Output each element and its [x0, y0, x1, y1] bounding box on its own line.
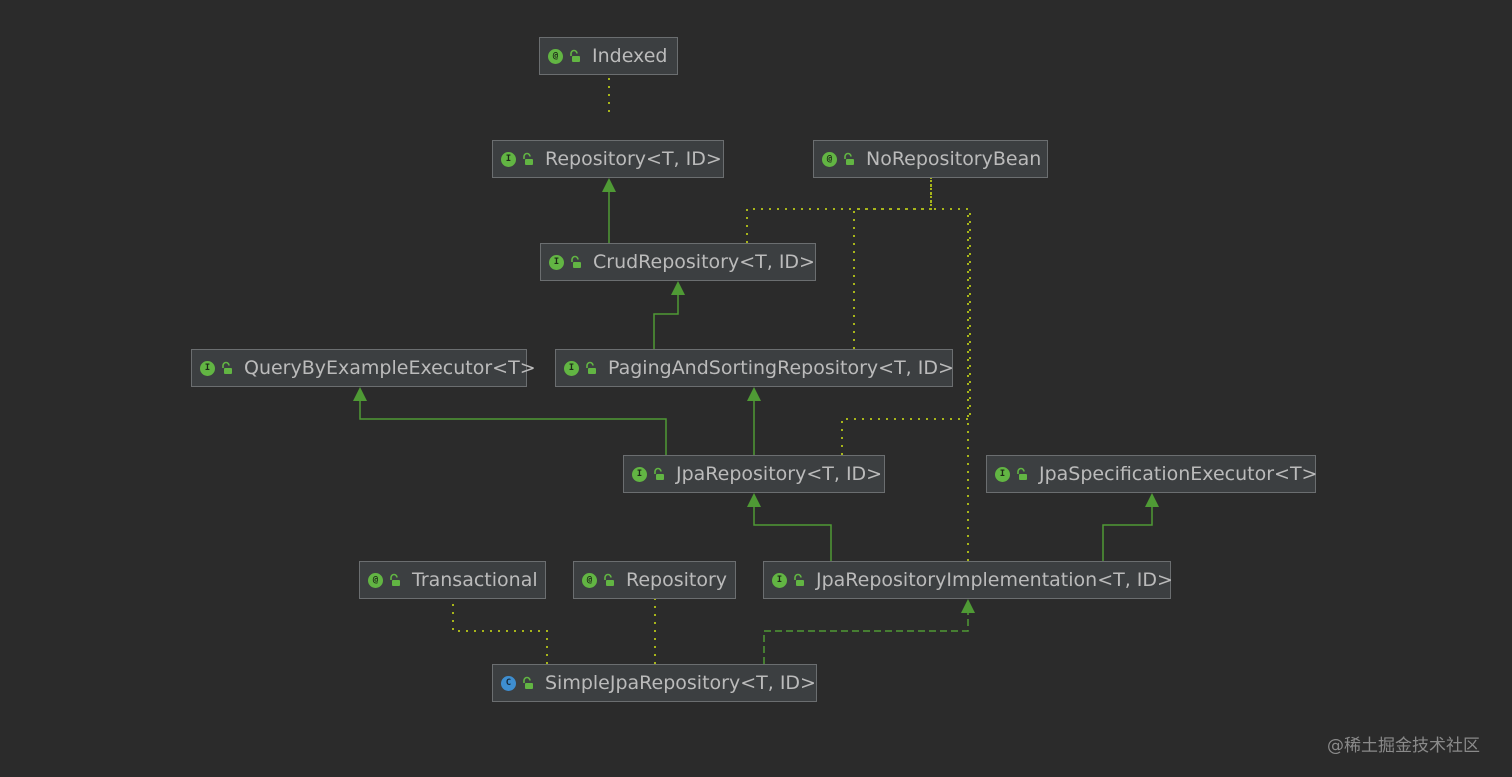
annotation-kind-icon: @ — [548, 48, 563, 64]
public-lock-icon — [222, 361, 232, 374]
node-label: JpaRepository<T, ID> — [676, 463, 883, 485]
public-lock-icon — [586, 361, 596, 374]
edge-jparepository-pagingandsorting — [747, 387, 761, 455]
public-lock-icon — [654, 467, 664, 480]
edge-pagingandsorting-norepositorybean — [853, 178, 932, 349]
interface-kind-icon: I — [772, 572, 787, 588]
interface-kind-icon: I — [549, 254, 564, 270]
node-querybyexample[interactable]: I QueryByExampleExecutor<T> — [191, 349, 536, 387]
public-lock-icon — [794, 573, 804, 586]
edge-pagingandsorting-crudrepository — [653, 281, 685, 349]
edge-jparepositoryimpl-norepositorybean — [930, 178, 969, 561]
edge-jparepository-querybyexample — [353, 387, 667, 455]
node-label: Transactional — [412, 569, 538, 591]
node-label: Repository<T, ID> — [545, 148, 722, 170]
node-label: NoRepositoryBean — [866, 148, 1042, 170]
node-repositoryannotation[interactable]: @ Repository — [573, 561, 736, 599]
node-label: PagingAndSortingRepository<T, ID> — [608, 357, 954, 379]
arrowhead — [602, 178, 616, 192]
edge-crudrepository-repository — [602, 178, 616, 243]
public-lock-icon — [1017, 467, 1027, 480]
node-transactional[interactable]: @ Transactional — [359, 561, 546, 599]
public-lock-icon — [844, 152, 854, 165]
arrowhead — [961, 599, 975, 613]
class-kind-icon: C — [501, 675, 516, 691]
edge-simplejparepository-jparepositoryimpl — [763, 599, 975, 664]
node-label: CrudRepository<T, ID> — [593, 251, 815, 273]
public-lock-icon — [604, 573, 614, 586]
public-lock-icon — [523, 152, 533, 165]
node-crudrepository[interactable]: I CrudRepository<T, ID> — [540, 243, 816, 281]
annotation-kind-icon: @ — [582, 572, 597, 588]
node-label: Repository — [626, 569, 728, 591]
interface-kind-icon: I — [564, 360, 579, 376]
node-label: Indexed — [592, 45, 668, 67]
node-jpaspecification[interactable]: I JpaSpecificationExecutor<T> — [986, 455, 1318, 493]
public-lock-icon — [390, 573, 400, 586]
interface-kind-icon: I — [200, 360, 215, 376]
arrowhead — [1145, 493, 1159, 507]
node-jparepositoryimpl[interactable]: I JpaRepositoryImplementation<T, ID> — [763, 561, 1173, 599]
annotation-kind-icon: @ — [822, 151, 837, 167]
arrowhead — [671, 281, 685, 295]
edge-crudrepository-norepositorybean — [746, 178, 932, 243]
node-pagingandsorting[interactable]: I PagingAndSortingRepository<T, ID> — [555, 349, 954, 387]
interface-kind-icon: I — [501, 151, 516, 167]
node-simplejparepository[interactable]: C SimpleJpaRepository<T, ID> — [492, 664, 817, 702]
arrowhead — [353, 387, 367, 401]
edge-jparepositoryimpl-jpaspecification — [1102, 493, 1159, 561]
node-jparepository[interactable]: I JpaRepository<T, ID> — [623, 455, 885, 493]
node-label: JpaRepositoryImplementation<T, ID> — [816, 569, 1173, 591]
interface-kind-icon: I — [632, 466, 647, 482]
arrowhead — [747, 387, 761, 401]
public-lock-icon — [523, 676, 533, 689]
edge-simplejparepository-transactional — [452, 599, 548, 664]
watermark: @稀土掘金技术社区 — [1327, 736, 1480, 756]
node-indexed[interactable]: @ Indexed — [539, 37, 678, 75]
interface-kind-icon: I — [995, 466, 1010, 482]
node-label: QueryByExampleExecutor<T> — [244, 357, 536, 379]
edge-jparepository-norepositorybean — [841, 178, 971, 455]
arrowhead — [747, 493, 761, 507]
node-norepositorybean[interactable]: @ NoRepositoryBean — [813, 140, 1048, 178]
annotation-kind-icon: @ — [368, 572, 383, 588]
node-label: JpaSpecificationExecutor<T> — [1039, 463, 1318, 485]
public-lock-icon — [570, 49, 580, 62]
public-lock-icon — [571, 255, 581, 268]
edge-jparepositoryimpl-jparepository — [747, 493, 832, 561]
node-label: SimpleJpaRepository<T, ID> — [545, 672, 816, 694]
node-repository[interactable]: I Repository<T, ID> — [492, 140, 724, 178]
